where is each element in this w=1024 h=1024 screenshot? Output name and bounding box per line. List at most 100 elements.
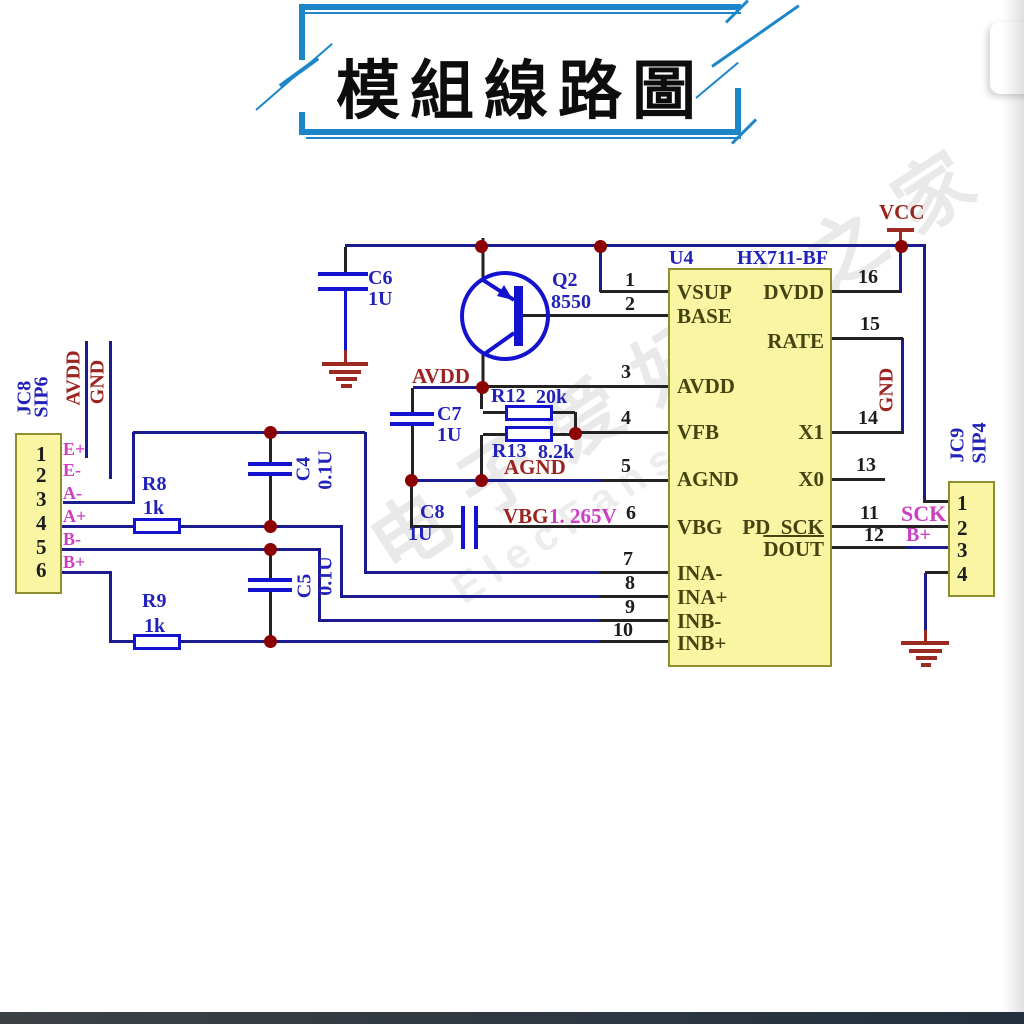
junction-dot [569,427,582,440]
lead-c6-top [344,247,347,273]
lead-r13-left-h [483,433,505,436]
stub-pin13 [832,478,885,481]
c4-capacitor-icon [248,462,292,466]
net-label-sck: SCK [901,501,947,526]
c7-ref: C7 [437,403,462,425]
junction-dot [264,426,277,439]
pin-number: 3 [621,361,631,383]
stub-pin1 [600,290,668,293]
lead-c5-bottom [269,591,272,641]
ic-pin-name: VSUP [677,280,732,304]
wire-pin16-up [899,247,902,293]
wire-bminus-1 [62,548,321,551]
banner-border-bottom [299,129,741,135]
pin-number: 3 [957,538,968,562]
r13-ref: R13 [492,440,527,462]
ground-icon [909,649,942,653]
lead-r12-right-h [553,411,575,414]
ground-icon [322,362,368,366]
wire-aminus-4 [364,432,367,574]
lead-r12-left-h [483,411,505,414]
pin-number: 5 [621,455,631,477]
vcc-bar-icon [887,228,914,232]
pin-number: 1 [957,491,968,515]
junction-dot [264,635,277,648]
stub-pin4 [576,431,668,434]
pin-number: 6 [36,558,47,582]
r8-ref: R8 [142,473,167,495]
jc9-connector-body [948,481,995,597]
c8-value: 1U [408,523,433,545]
lead-r13-left-v [480,435,483,481]
c5-capacitor-icon [248,578,292,582]
junction-dot [594,240,607,253]
vbg-label: VBG [503,504,549,528]
pin-number: 8 [625,572,635,594]
c4-value: 0.1U [314,450,337,490]
stub-pin15 [832,337,903,340]
c4-ref: C4 [292,456,315,482]
c6-ref: C6 [368,267,393,289]
pin-number: 6 [626,502,636,524]
jc8-connector-body [15,433,62,594]
wire-jc9-gnd [924,573,927,632]
wire-aminus-1 [63,501,133,504]
wire-avdd-rail [413,386,483,389]
wire-vcc-down-right [923,244,926,503]
banner-border-bottom-thin [306,137,741,139]
ground-icon [916,656,937,660]
r13-resistor-icon [505,426,553,442]
stub-pin10 [600,640,668,643]
r9-ref: R9 [142,590,167,612]
net-label: B- [63,529,81,549]
stub-pin11-sck [832,525,948,528]
lead-c8-left-h [411,525,462,528]
wire-rate-x1-bracket [901,338,904,434]
r8-resistor-icon [133,518,181,534]
stub-pin8 [600,595,668,598]
jc8-rail-avdd: AVDD [62,350,85,406]
ic-pin-name: PD_SCK [742,515,824,539]
jc8-rail-gnd: GND [86,359,109,405]
r8-value: 1k [143,497,165,519]
page-title: 模組線路圖 [336,55,706,127]
net-label: A- [63,483,82,503]
stub-pin2-base [523,314,668,317]
jc9-type: SIP4 [968,422,991,464]
wire-bplus-4 [181,640,600,643]
c8-ref: C8 [420,501,445,523]
net-label: B+ [63,552,86,572]
ic-pin-name: X0 [798,467,824,491]
stub-pin5 [601,479,668,482]
stub-jc9-pin4 [925,571,948,574]
pin-number: 5 [36,535,47,559]
r9-resistor-icon [133,634,181,650]
pin-number: 10 [613,619,633,641]
ic-pin-name: BASE [677,304,732,328]
c4-capacitor-icon [248,472,292,476]
junction-dot [264,543,277,556]
pin-number: 9 [625,596,635,618]
banner-border-left-bottom [299,112,305,135]
wire-top-rail [345,244,926,247]
pin-number: 1 [625,269,635,291]
ic-pin-name: X1 [798,420,824,444]
lead-c7-bottom [411,426,414,481]
pin-number: 4 [36,511,47,535]
q2-value: 8550 [551,291,591,313]
c5-value: 0.1U [314,556,337,596]
lead-r12-right-v [574,412,577,434]
c5-capacitor-icon [248,588,292,592]
jc9-ref: JC9 [946,427,969,463]
junction-dot [895,240,908,253]
gnd-lead-jc9 [924,630,927,643]
wire-bplus-2 [109,572,112,643]
wire-pin1-up [599,247,602,292]
stub-pin7 [600,571,668,574]
wire-bplus-1 [62,571,112,574]
pin-number: 13 [856,454,876,476]
pin-number: 1 [36,442,47,466]
c8-capacitor-icon [461,506,465,549]
wire-aminus-3 [133,431,365,434]
